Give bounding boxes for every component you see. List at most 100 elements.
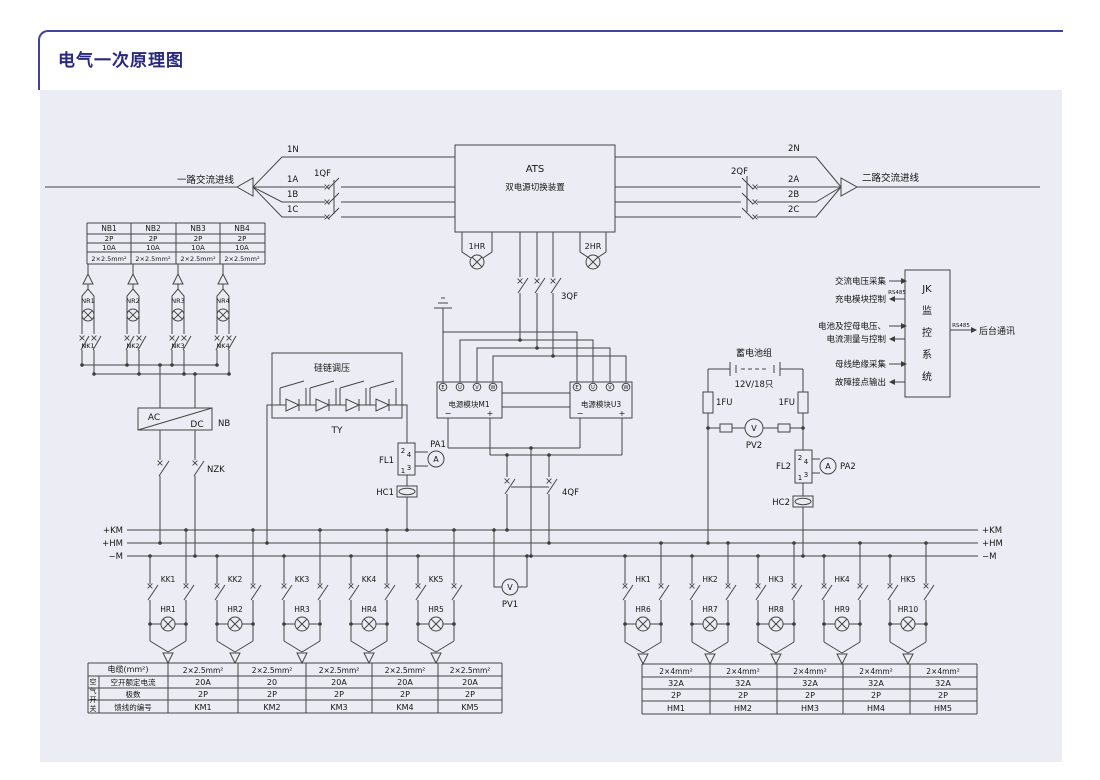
nb-poles: 2P: [238, 235, 247, 243]
breaker-1qf-label: 1QF: [314, 169, 331, 179]
terminal-letter: E: [575, 385, 578, 391]
cell: 2×2.5mm²: [252, 666, 293, 675]
feeder-hk2: HK2 HR7: [689, 543, 737, 666]
jk-text: 统: [922, 370, 932, 383]
lamp-nr4-label: NR4: [216, 297, 230, 305]
junction-dot: [706, 426, 710, 430]
row-header-amp: 空开额定电流: [111, 677, 156, 687]
ammeter-symbol: A: [825, 462, 831, 471]
fuse-1fu-right-icon: [797, 391, 809, 414]
feeders-km: KK1 HR1 KK2 HR2 KK3 HR3 KK4 HR4 KK5 HR5: [147, 530, 463, 665]
wire: [755, 543, 803, 654]
lamp-hr1-label: HR1: [160, 605, 176, 614]
feeders-hm: HK1 HR6 HK2 HR7 HK3 HR8 HK4 HR9 HK5 HR10: [622, 543, 935, 666]
cell: 2P: [671, 691, 681, 700]
cell: HM5: [934, 704, 952, 713]
feeder-hk3: HK3 HR8: [755, 543, 803, 666]
ats-desc: 双电源切换装置: [505, 182, 565, 193]
breaker-2qf-blades: [741, 176, 754, 220]
wire: [887, 543, 935, 654]
bus-m-label-left: −M: [109, 552, 123, 562]
ammeter-pa1-icon: [427, 450, 445, 468]
junction-dot: [518, 338, 522, 342]
junction-dot: [801, 426, 805, 430]
cable-head-icon: [770, 653, 782, 666]
wire: [214, 530, 262, 653]
ats-box: [454, 144, 616, 233]
jk-text: JK: [921, 284, 932, 295]
wire: [415, 530, 463, 653]
signal-arrows: [889, 280, 971, 383]
lamp-hr3-label: HR3: [294, 605, 310, 614]
ammeter-pa1-label: PA1: [430, 440, 446, 450]
incoming-1-label: 一路交流进线: [177, 174, 235, 186]
terminal-letter: U: [591, 385, 595, 391]
lamp-hr5-label: HR5: [428, 605, 444, 614]
switch-kk4-label: KK4: [362, 575, 377, 584]
wire: [622, 543, 670, 654]
voltmeter-pv1-icon: [501, 578, 519, 596]
cable-head-icon: [127, 272, 139, 285]
cell: 2×4mm²: [726, 667, 759, 676]
cell: KM1: [194, 703, 211, 712]
cell: 2P: [334, 690, 344, 699]
bus-km-label-right: +KM: [982, 526, 1002, 536]
terminal-letter: V: [475, 385, 479, 391]
page-title: 电气一次原理图: [58, 51, 184, 71]
cell: KM5: [461, 703, 478, 712]
cell: HM1: [667, 704, 685, 713]
nr-unit-1: NR1 NK1: [79, 264, 102, 374]
fuse-1fu-left-icon: [702, 391, 714, 414]
lamp-nr1-label: NR1: [81, 297, 95, 305]
lamp-hr9-label: HR9: [834, 605, 850, 614]
wire: [447, 418, 623, 556]
wire: [125, 264, 147, 374]
feeder-hk1: HK1 HR6: [622, 543, 670, 666]
bus-km-label-left: +KM: [103, 526, 123, 536]
feeder-hk5: HK5 HR10: [887, 543, 935, 666]
cell: HM3: [801, 704, 819, 713]
diode-icon: [315, 398, 331, 412]
cell: 2×4mm²: [793, 667, 826, 676]
wire: [615, 156, 1040, 218]
cell: 32A: [668, 679, 684, 688]
jk-text: 系: [922, 349, 932, 361]
cell: 2P: [198, 690, 208, 699]
lamp-nr2-label: NR2: [126, 297, 140, 305]
cell: KM4: [396, 703, 413, 712]
cell: KM3: [330, 703, 347, 712]
arrow-left-icon: [889, 336, 895, 342]
cell: 2P: [465, 690, 475, 699]
minus-label: −: [445, 409, 452, 418]
shunt-terminal: 2: [401, 447, 405, 455]
backend-label: 后台通讯: [979, 325, 1015, 337]
voltmeter-symbol: V: [507, 583, 513, 592]
cable-head-icon: [637, 653, 649, 666]
ty-label: TY: [331, 426, 343, 436]
side-label: 开: [90, 696, 97, 704]
shunt-fl1-group: 2 4 1 3 FL1 A PA1 HC1: [376, 440, 446, 530]
cell: 2P: [871, 691, 881, 700]
nr-unit-4: NR4 NK4: [214, 264, 237, 374]
switch-hk1-label: HK1: [635, 575, 651, 584]
side-label: 空: [90, 677, 97, 686]
fuse-1fu-right-label: 1FU: [778, 398, 795, 408]
junction-dot: [551, 354, 555, 358]
switch-nk2-label: NK2: [126, 342, 139, 350]
fuse-hc1-icon: [396, 485, 418, 498]
wire: [442, 331, 627, 382]
nr-unit-3: NR3 NK3: [169, 264, 192, 374]
cable-head-icon: [363, 652, 375, 665]
lamp-nr3-label: NR3: [171, 297, 185, 305]
plus-label: +: [619, 409, 626, 418]
switch-kk5-label: KK5: [429, 575, 444, 584]
wire: [348, 530, 396, 653]
signal-label: 交流电压采集: [835, 276, 887, 287]
battery-title: 蓄电池组: [736, 347, 772, 359]
breaker-4qf-label: 4QF: [562, 488, 579, 498]
ty-title: 硅链调压: [314, 362, 350, 374]
cell: 2×2.5mm²: [319, 666, 360, 675]
cell: 2×2.5mm²: [183, 666, 224, 675]
ammeter-symbol: A: [433, 455, 439, 464]
rail-junction-dots: [80, 363, 231, 376]
